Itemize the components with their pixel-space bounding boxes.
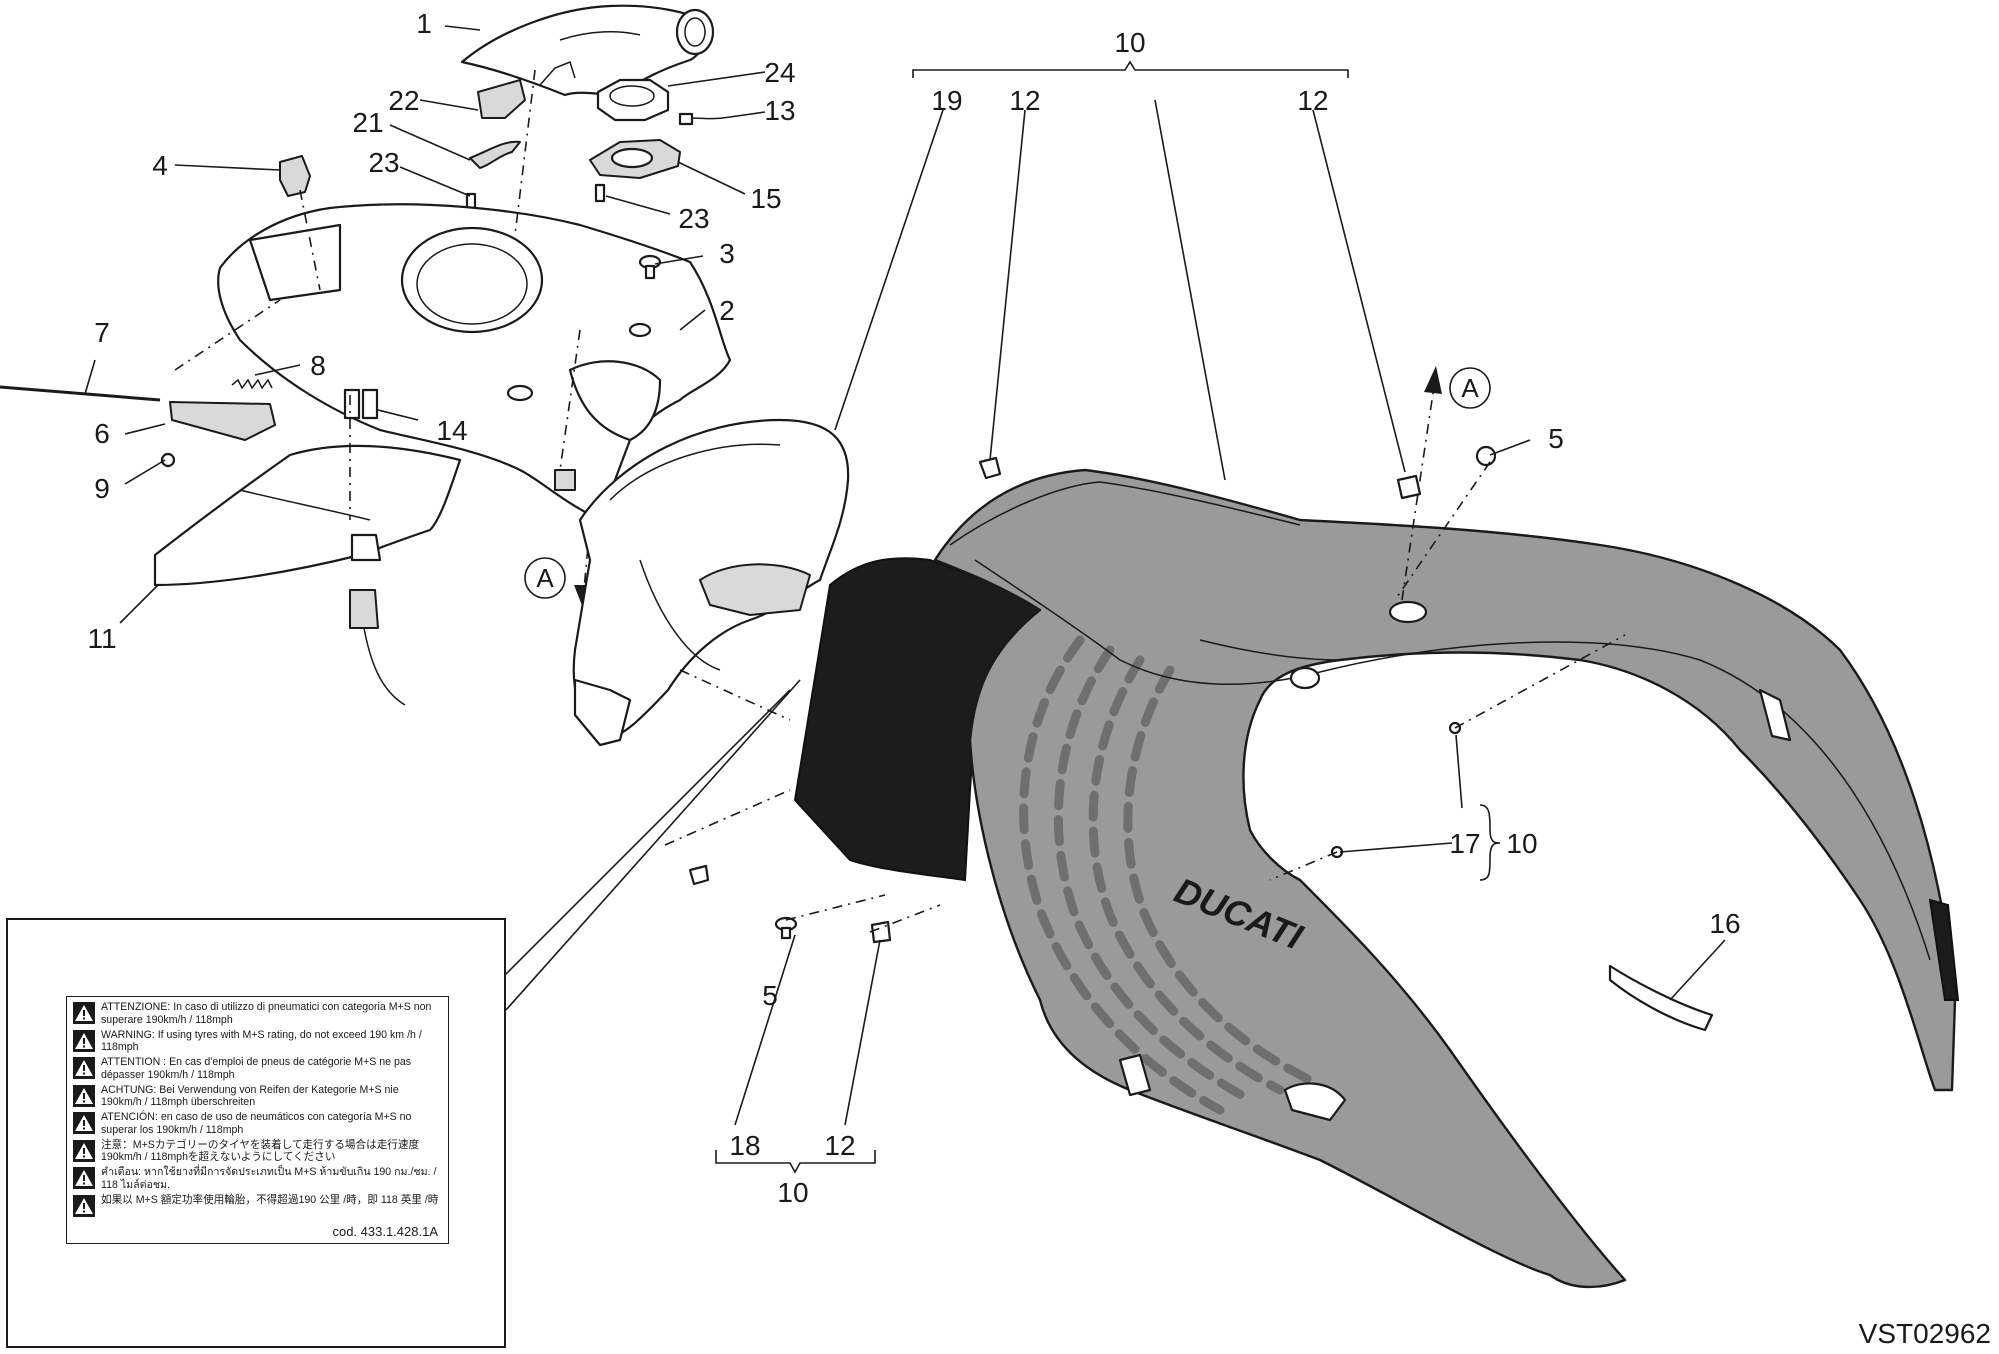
callout-labels: 1 22 21 23 4 24 13 15 23 3 2 7 8 6 9 14 … (87, 8, 1740, 1323)
warning-line: 如果以 M+S 額定功率使用輪胎，不得超過190 公里 /時，即 118 英里 … (73, 1194, 442, 1222)
callout-5-right: 5 (1548, 423, 1564, 454)
warning-triangle-icon (73, 1194, 95, 1217)
callout-22: 22 (388, 85, 419, 116)
callout-1: 1 (416, 8, 432, 39)
part-11-tray (153, 444, 462, 706)
part-15-bracket (589, 139, 681, 203)
callout-12-b: 12 (1297, 85, 1328, 116)
callout-4: 4 (152, 150, 168, 181)
part-3-screw (638, 254, 662, 280)
view-ref-a-left-text: A (536, 563, 554, 593)
callout-23-right: 23 (678, 203, 709, 234)
part-14-clips (343, 388, 379, 420)
warning-line-text: WARNING: If using tyres with M+S rating,… (101, 1028, 422, 1054)
callout-14: 14 (436, 415, 467, 446)
callout-18: 18 (729, 1130, 760, 1161)
callout-13: 13 (764, 95, 795, 126)
warning-line-text: ATENCIÓN: en caso de uso de neumáticos c… (101, 1111, 412, 1136)
part-16-strip (1608, 964, 1714, 1032)
part-21-bracket (469, 140, 521, 169)
drawing-code: VST02962 (1858, 1318, 1991, 1349)
warning-line: ACHTUNG: Bei Verwendung von Reifen der K… (73, 1084, 442, 1112)
part-13-cable (678, 112, 731, 126)
callout-3: 3 (719, 238, 735, 269)
callout-6: 6 (94, 418, 110, 449)
callout-24: 24 (764, 57, 795, 88)
part-22-pad (477, 79, 526, 119)
warning-line-text: คำเตือน: หากใช้ยางที่มีการจัดประเภทเป็น … (101, 1166, 437, 1191)
callout-11: 11 (87, 623, 116, 654)
warning-triangle-icon (73, 1167, 95, 1189)
callout-12-c: 12 (824, 1130, 855, 1161)
callout-10-bottom: 10 (777, 1177, 808, 1208)
callout-5-left: 5 (762, 980, 778, 1011)
callout-17: 17 (1449, 828, 1480, 859)
callout-7: 7 (94, 317, 110, 348)
warning-triangle-icon (73, 1029, 95, 1052)
part-10-main-fairing (793, 468, 1960, 1289)
callout-23-left: 23 (368, 147, 399, 178)
callout-16: 16 (1709, 908, 1740, 939)
part-9-nut (160, 452, 176, 468)
warning-line: ATENCIÓN: en caso de uso de neumáticos c… (73, 1111, 442, 1139)
warning-line-text: ATTENTION : En cas d'emploi de pneus de … (101, 1056, 412, 1081)
callout-8: 8 (310, 350, 326, 381)
warning-label-rows: ATTENZIONE: In caso di utilizzo di pneum… (73, 1001, 442, 1221)
part-6-latch (169, 401, 276, 441)
warning-line: WARNING: If using tyres with M+S rating,… (73, 1029, 442, 1057)
callout-9: 9 (94, 473, 110, 504)
callout-10-top: 10 (1114, 27, 1145, 58)
warning-line: 注意：M+Sカテゴリーのタイヤを装着して走行する場合は走行速度 190km/h … (73, 1139, 442, 1167)
callout-12-a: 12 (1009, 85, 1040, 116)
callout-15: 15 (750, 183, 781, 214)
warning-triangle-icon (73, 1002, 95, 1024)
part-24-speaker (596, 78, 670, 122)
warning-line-text: ATTENZIONE: In caso di utilizzo di pneum… (101, 1001, 432, 1026)
view-ref-a-right (1401, 366, 1491, 601)
warning-line-text: 如果以 M+S 額定功率使用輪胎，不得超過190 公里 /時，即 118 英里 … (101, 1193, 439, 1206)
warning-triangle-icon (73, 1139, 95, 1162)
callout-21: 21 (352, 107, 383, 138)
warning-triangle-icon (73, 1084, 95, 1107)
left-leader-lines (84, 25, 766, 624)
warning-line: ATTENTION : En cas d'emploi de pneus de … (73, 1056, 442, 1084)
warning-label: ATTENZIONE: In caso di utilizzo di pneum… (66, 996, 449, 1244)
part-7-rod (0, 385, 161, 402)
part-4-connector (279, 155, 311, 197)
part-1-cover (460, 4, 715, 97)
view-ref-a-left (524, 524, 592, 608)
callout-10-right: 10 (1506, 828, 1537, 859)
part-8-spring (231, 378, 273, 390)
warning-line-text: 注意：M+Sカテゴリーのタイヤを装着して走行する場合は走行速度 190km/h … (101, 1138, 420, 1164)
warning-line: คำเตือน: หากใช้ยางที่มีการจัดประเภทเป็น … (73, 1166, 442, 1194)
part-2-tank-cover (217, 203, 732, 522)
view-ref-a-right-text: A (1461, 373, 1479, 403)
warning-triangle-icon (73, 1057, 95, 1079)
warning-line-text: ACHTUNG: Bei Verwendung von Reifen der K… (101, 1083, 399, 1109)
label-code: cod. 433.1.428.1A (332, 1224, 438, 1239)
warning-line: ATTENZIONE: In caso di utilizzo di pneum… (73, 1001, 442, 1029)
part-19-inner-panel (572, 418, 850, 747)
warning-triangle-icon (73, 1112, 95, 1134)
callout-2: 2 (719, 295, 735, 326)
right-leader-lines (279, 60, 1726, 1285)
callout-19: 19 (931, 85, 962, 116)
fasteners-right (688, 445, 1497, 944)
